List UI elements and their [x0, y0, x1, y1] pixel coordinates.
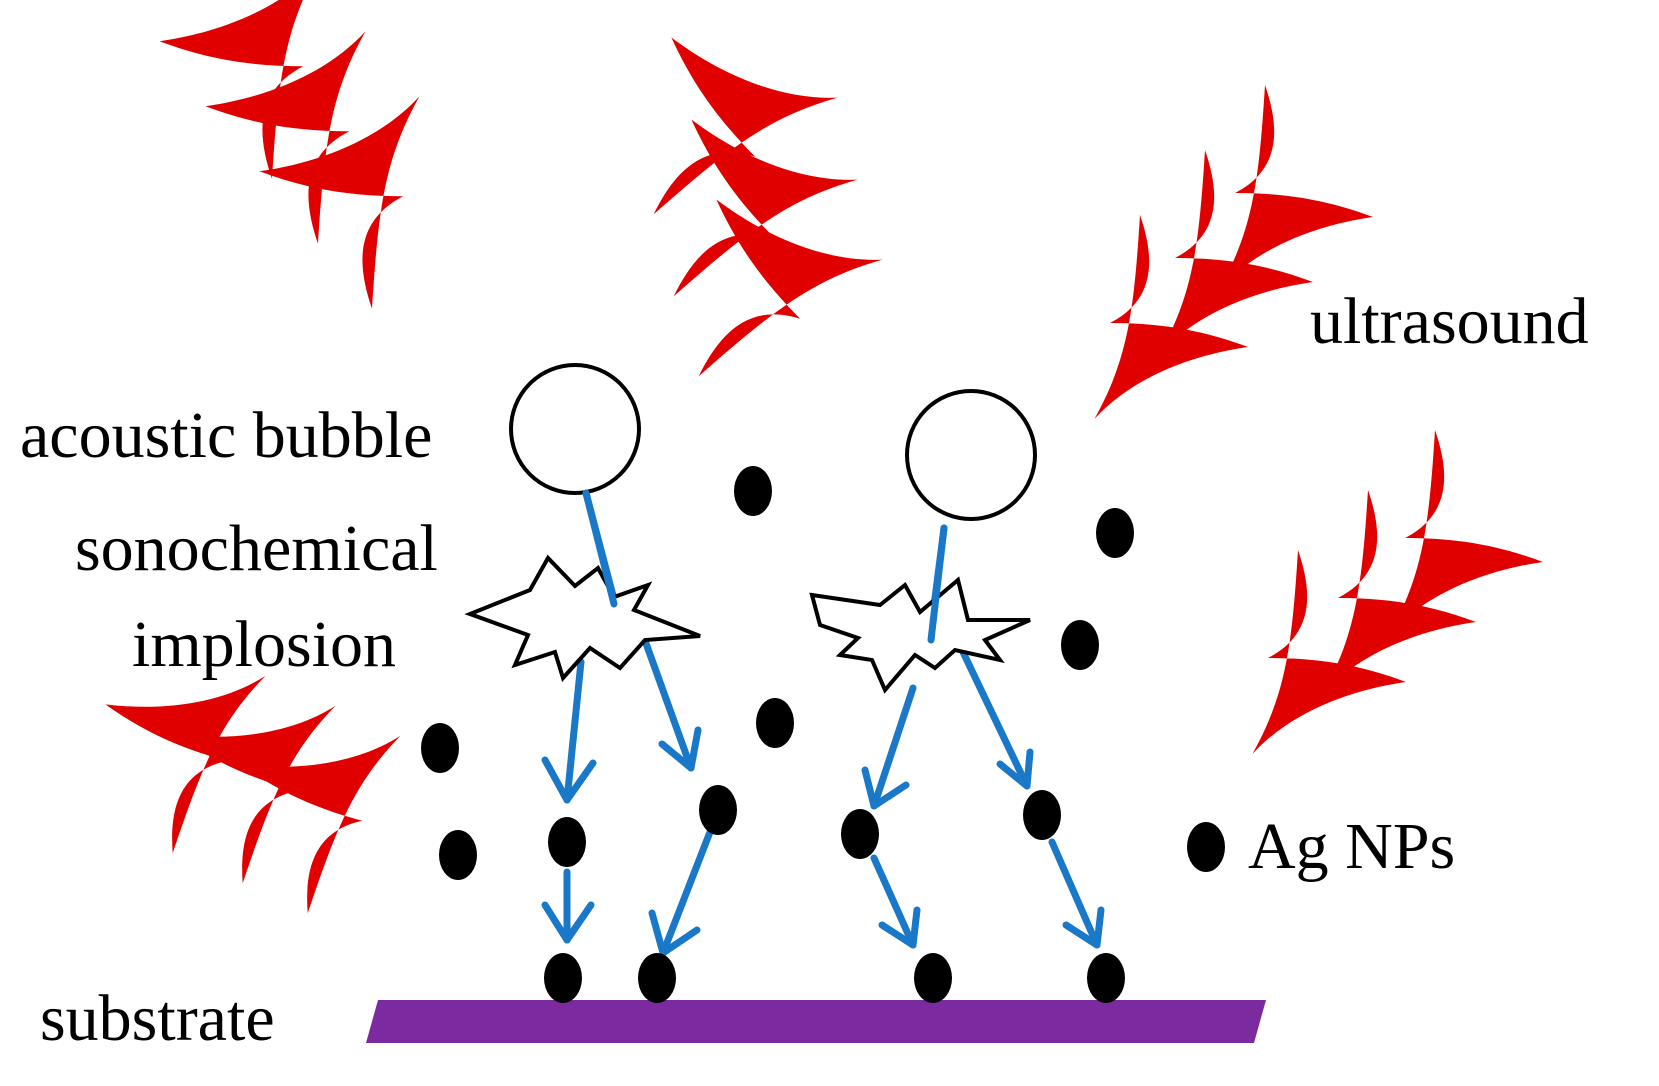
nanoparticle-dot — [914, 953, 952, 1003]
arrow-head-icon — [1062, 906, 1105, 949]
wave-icon — [1322, 490, 1476, 694]
arrow-head-icon — [658, 726, 702, 772]
arrow-head-icon — [996, 748, 1034, 790]
flow-line — [927, 524, 948, 644]
arrow-head-icon — [648, 909, 701, 957]
nanoparticle-dot — [841, 809, 879, 859]
wave-icon — [1389, 430, 1543, 634]
arrow-head-icon — [541, 901, 595, 944]
nanoparticle-dot — [548, 817, 586, 867]
wave-icon — [205, 31, 366, 244]
acoustic-bubble-circle — [509, 363, 641, 495]
wave-icon — [574, 0, 838, 248]
nanoparticle-dot — [734, 466, 772, 516]
flow-line — [870, 684, 917, 810]
legend-nanoparticle-dot — [1187, 822, 1225, 872]
ag-nps-label: Ag NPs — [1248, 810, 1455, 883]
ultrasound-waves-right-lower — [1252, 430, 1543, 754]
wave-icon — [1159, 150, 1313, 354]
nanoparticle-dot — [699, 785, 737, 835]
flow-line — [659, 828, 714, 957]
nanoparticle-dot — [1096, 508, 1134, 558]
nanoparticle-dot — [544, 953, 582, 1003]
nanoparticle-dot — [421, 723, 459, 773]
flow-line — [639, 631, 695, 772]
wave-icon — [1219, 85, 1373, 289]
ultrasound-waves-top-left — [159, 0, 420, 309]
flow-line — [958, 646, 1031, 790]
implosion-label: implosion — [132, 608, 396, 681]
arrow-head-icon — [861, 766, 910, 810]
nanoparticle-dot — [1061, 620, 1099, 670]
substrate-bar — [366, 1000, 1266, 1043]
ultrasound-waves-right-upper — [1094, 85, 1373, 419]
flow-line — [563, 658, 585, 804]
wave-icon — [1252, 550, 1406, 754]
acoustic-bubble-circle — [905, 389, 1037, 521]
acoustic-bubble-label: acoustic bubble — [20, 399, 432, 472]
ultrasound-waves-top-center — [574, 0, 883, 410]
arrow-head-icon — [541, 756, 597, 804]
flow-line — [870, 854, 917, 949]
flow-line — [1048, 838, 1101, 949]
nanoparticle-dot — [638, 953, 676, 1003]
flow-line — [582, 489, 618, 608]
nanoparticle-dot — [1087, 953, 1125, 1003]
wave-icon — [259, 96, 420, 309]
substrate-label: substrate — [40, 982, 275, 1055]
implosion-starburst-icon — [464, 554, 701, 682]
flow-arrows — [541, 489, 1105, 957]
arrow-head-icon — [878, 906, 921, 949]
wave-icon — [1094, 215, 1248, 419]
ultrasound-label: ultrasound — [1310, 285, 1589, 358]
ag-nanoparticles — [421, 466, 1225, 1003]
nanoparticle-dot — [439, 830, 477, 880]
sonochemical-label: sonochemical — [75, 512, 438, 585]
nanoparticle-dot — [1023, 790, 1061, 840]
nanoparticle-dot — [756, 698, 794, 748]
implosion-starburst-icon — [809, 576, 1031, 694]
